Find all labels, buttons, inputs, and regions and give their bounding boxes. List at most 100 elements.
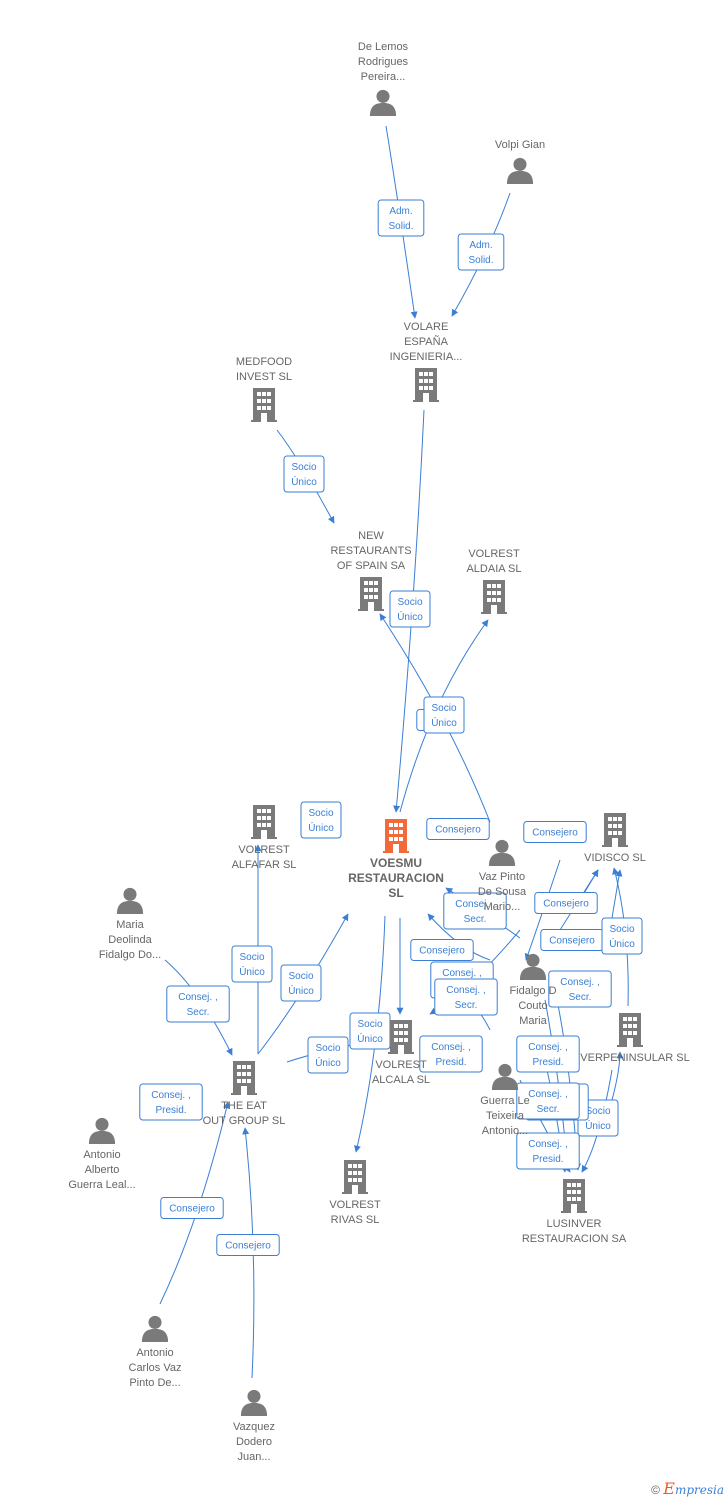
node-label: Vazquez [233, 1421, 275, 1433]
node-delemos[interactable]: De LemosRodriguesPereira... [358, 41, 409, 116]
relation-box-frame [280, 964, 322, 1002]
relation-box-label: Único [609, 937, 635, 950]
relation-box-label: Secr. [569, 992, 592, 1003]
node-label: RIVAS SL [331, 1214, 380, 1226]
node-label: Antonio [83, 1149, 120, 1161]
relation-box-label: Único [308, 821, 334, 834]
relation-box[interactable]: Consejero [523, 821, 587, 843]
relation-box[interactable]: Consej. ,Presid. [419, 1035, 483, 1073]
relation-box[interactable]: Consej. ,Secr. [443, 892, 507, 930]
edges-layer [159, 125, 629, 1379]
node-label: Rodrigues [358, 56, 409, 68]
relation-box-label: Solid. [468, 255, 493, 266]
relation-boxes-layer: Adm.Solid.Adm.Solid.SocioÚnicoSocioÚnico… [139, 199, 643, 1256]
relation-box[interactable]: Adm.Solid. [457, 233, 505, 271]
relation-box-frame [548, 970, 612, 1008]
building-icon [231, 1061, 257, 1095]
relation-box-label: Consej. , [446, 985, 485, 996]
relation-box-label: Consej. , [151, 1090, 190, 1101]
relation-box-label: Consej. , [442, 968, 481, 979]
relation-box[interactable]: Consej. ,Secr. [166, 985, 230, 1023]
relation-box[interactable]: Consej. ,Presid. [516, 1132, 580, 1170]
relation-box[interactable]: Consejero [216, 1234, 280, 1256]
building-icon [251, 388, 277, 422]
relation-box[interactable]: Consejero [534, 892, 598, 914]
node-guerrate[interactable]: Guerra LeTeixeiraAntonio... [480, 1063, 530, 1137]
node-volpi[interactable]: Volpi Gian [495, 139, 545, 184]
node-volare[interactable]: VOLAREESPAÑAINGENIERIA... [390, 321, 463, 402]
building-icon [602, 813, 628, 847]
brand-name: mpresia [674, 1483, 724, 1497]
relation-box-label: Único [585, 1119, 611, 1132]
relation-box[interactable]: Consejero [540, 929, 604, 951]
relation-box-label: Consejero [543, 899, 589, 910]
node-label: Alberto [85, 1164, 120, 1176]
node-label: Guerra Le [480, 1095, 530, 1107]
relation-box[interactable]: Adm.Solid. [377, 199, 425, 237]
relation-box-label: Socio [291, 462, 316, 473]
node-verpen[interactable]: VERPENINSULAR SL [580, 1013, 690, 1064]
relation-box-frame [426, 818, 490, 840]
relation-box-frame [434, 978, 498, 1016]
relation-box-frame [516, 1132, 580, 1170]
relation-box-frame [139, 1083, 203, 1121]
node-label: Carlos Vaz [129, 1362, 182, 1374]
node-label: ALCALA SL [372, 1074, 430, 1086]
node-label: OUT GROUP SL [203, 1115, 286, 1127]
relation-box[interactable]: Consej. , Secr. [434, 978, 498, 1016]
person-icon [88, 1117, 116, 1144]
relation-box-frame [534, 892, 598, 914]
relation-box-frame [216, 1234, 280, 1256]
relation-box[interactable]: Consej. ,Presid. [516, 1035, 580, 1073]
relation-box-frame [516, 1082, 580, 1120]
relation-box[interactable]: Consejero [426, 818, 490, 840]
node-vazquez[interactable]: VazquezDoderoJuan... [233, 1389, 275, 1463]
person-icon [369, 89, 397, 116]
brand-footer: © Empresia [651, 1479, 724, 1498]
node-label: VOLREST [238, 844, 290, 856]
relation-box[interactable]: Consej. ,Secr. [516, 1082, 580, 1120]
relation-box[interactable]: Consejero [410, 939, 474, 961]
relation-box[interactable]: Consejero [160, 1197, 224, 1219]
relation-box-label: Secr. [455, 1000, 478, 1011]
relation-box-frame [523, 821, 587, 843]
relation-box[interactable]: Consej. ,Presid. [139, 1083, 203, 1121]
node-label: VERPENINSULAR SL [580, 1052, 689, 1064]
node-vidisco[interactable]: VIDISCO SL [584, 813, 646, 864]
relation-box-label: Único [291, 475, 317, 488]
person-icon [488, 839, 516, 866]
copyright-symbol: © [651, 1483, 660, 1497]
relation-box[interactable]: Consej. ,Secr. [548, 970, 612, 1008]
node-label: De Lemos [358, 41, 409, 53]
relation-box-label: Consej. , [528, 1139, 567, 1150]
relation-box-label: Socio [357, 1019, 382, 1030]
relation-box-frame [516, 1035, 580, 1073]
building-icon [388, 1020, 414, 1054]
node-label: Deolinda [108, 934, 152, 946]
node-label: LUSINVER [546, 1218, 601, 1230]
edge-20 [611, 869, 623, 919]
